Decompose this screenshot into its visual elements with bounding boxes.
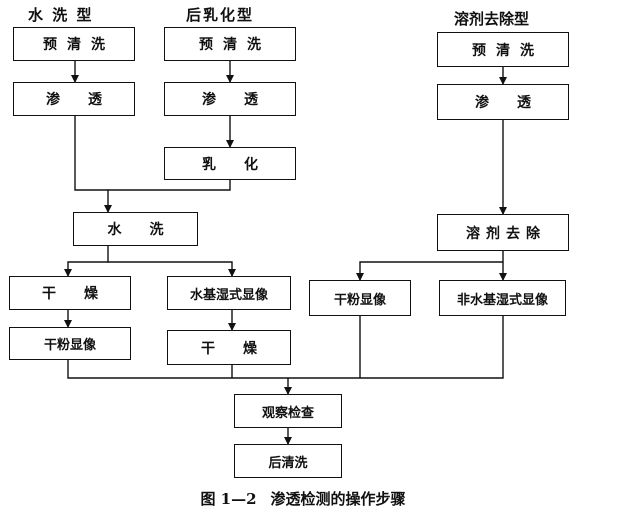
- figure-caption: 图 1—2 渗透检测的操作步骤: [0, 488, 620, 509]
- step-post-clean: 后清洗: [234, 444, 342, 478]
- figure-title: 渗透检测的操作步骤: [270, 490, 406, 508]
- step-pre-clean-1: 预清洗: [13, 27, 135, 61]
- step-penetrate-3: 渗透: [437, 84, 569, 120]
- figure-number: 图 1—2: [200, 490, 257, 508]
- step-pre-clean-2: 预清洗: [164, 27, 296, 61]
- header-post-emulsify: 后乳化型: [186, 6, 255, 24]
- header-water-wash: 水 洗 型: [28, 6, 94, 24]
- step-solvent-remove: 溶剂去除: [437, 214, 569, 251]
- step-dry-2: 干燥: [167, 330, 291, 365]
- header-solvent-remove: 溶剂去除型: [454, 10, 530, 28]
- step-observe: 观察检查: [234, 394, 342, 428]
- step-dry-powder-develop-1: 干粉显像: [309, 280, 411, 316]
- step-emulsify: 乳化: [164, 147, 296, 180]
- step-dry-powder-develop-2: 干粉显像: [9, 327, 131, 360]
- step-pre-clean-3: 预清洗: [437, 32, 569, 67]
- step-penetrate-2: 渗透: [164, 82, 296, 116]
- step-penetrate-1: 渗透: [13, 82, 135, 116]
- step-water-wash: 水洗: [73, 212, 198, 246]
- step-water-wet-develop: 水基湿式显像: [167, 276, 291, 310]
- step-dry-1: 干燥: [9, 276, 131, 310]
- step-non-water-wet-develop: 非水基湿式显像: [439, 280, 566, 316]
